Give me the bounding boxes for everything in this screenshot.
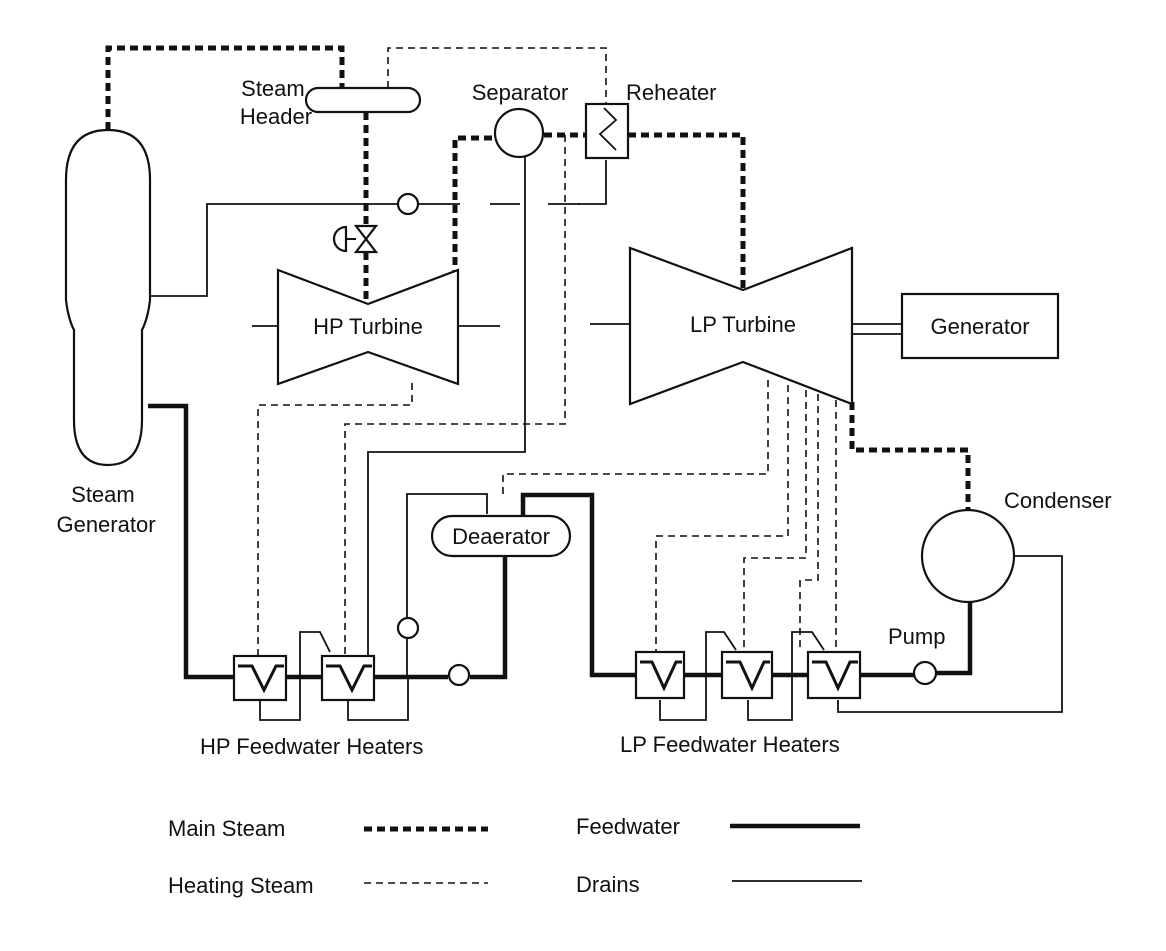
lp-feedwater-heater-3 (806, 650, 862, 700)
legend: Main Steam Heating Steam Feedwater Drain… (168, 814, 862, 898)
condensate-pump (912, 660, 938, 686)
deaerator-label: Deaerator (452, 524, 550, 549)
legend-main-steam-label: Main Steam (168, 816, 285, 841)
drain-line-circle (396, 616, 420, 640)
reheater (584, 102, 630, 160)
feedwater-lines (148, 403, 973, 680)
control-valve-icon (332, 224, 379, 254)
drain-lines (148, 155, 1063, 721)
lp-feedwater-heater-1 (634, 650, 686, 700)
steam-line-circle (396, 192, 420, 216)
lp-feedwater-heaters-label: LP Feedwater Heaters (620, 732, 840, 757)
separator (493, 107, 545, 159)
hp-feedwater-heater-2 (320, 654, 376, 702)
hp-turbine-label: HP Turbine (313, 314, 423, 339)
deaerator (430, 514, 572, 558)
lp-turbine-label: LP Turbine (690, 312, 796, 337)
condenser (920, 508, 1016, 604)
lp-turbine (628, 246, 854, 406)
generator (900, 292, 1060, 360)
steam-header-label: Steam Header (240, 76, 312, 129)
steam-generator-label: Steam Generator (56, 482, 155, 537)
pump-label: Pump (888, 624, 945, 649)
hp-feedwater-heater-1 (232, 654, 288, 702)
separator-label: Separator (472, 80, 569, 105)
steam-header (304, 86, 422, 114)
reheater-label: Reheater (626, 80, 717, 105)
lp-feedwater-heater-2 (720, 650, 774, 700)
heating-steam-lines (257, 47, 837, 656)
steam-generator (64, 128, 152, 467)
legend-feedwater-label: Feedwater (576, 814, 680, 839)
legend-drains-label: Drains (576, 872, 640, 897)
legend-heating-steam-label: Heating Steam (168, 873, 314, 898)
hp-feedwater-heaters-label: HP Feedwater Heaters (200, 734, 423, 759)
hp-turbine (276, 268, 460, 386)
condenser-label: Condenser (1004, 488, 1112, 513)
hp-feed-pump (447, 663, 471, 687)
generator-label: Generator (930, 314, 1029, 339)
